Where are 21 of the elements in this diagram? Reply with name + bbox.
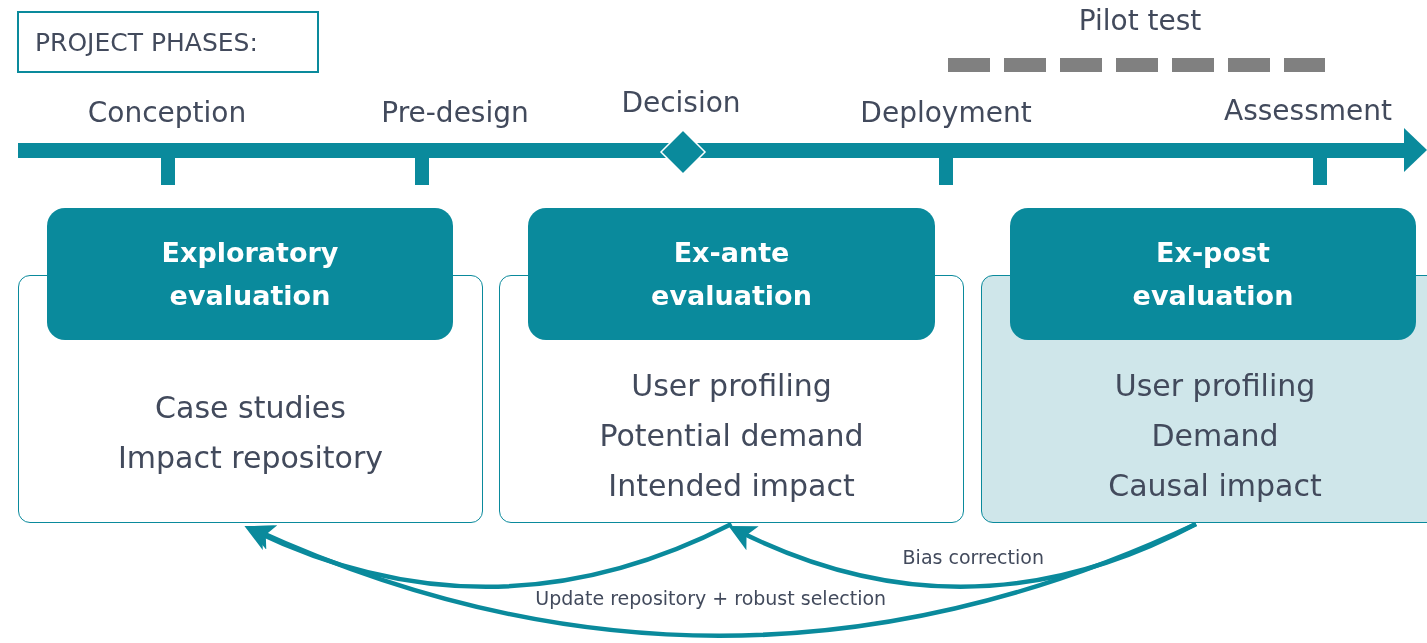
title-box: PROJECT PHASES: — [17, 11, 319, 73]
activity-text: User profiling — [631, 367, 832, 405]
phase-label: Deployment — [860, 96, 1032, 129]
activity-text: Potential demand — [599, 417, 864, 455]
phase-label: Pre-design — [381, 96, 529, 129]
activity-text: Demand — [1151, 417, 1279, 455]
activity-text: Intended impact — [608, 467, 855, 505]
stage-panel — [18, 208, 483, 523]
phase-label: Pilot test — [1078, 4, 1202, 37]
stage-header: Exploratory evaluation — [47, 208, 453, 340]
activity-text: Impact repository — [118, 439, 383, 477]
stage-panel — [499, 208, 964, 523]
phase-label: Conception — [87, 96, 247, 129]
phase-label: Decision — [621, 86, 741, 119]
stage-header: Ex-ante evaluation — [528, 208, 935, 340]
stage-header: Ex-post evaluation — [1010, 208, 1416, 340]
curved-arrow — [244, 521, 733, 589]
activity-text: User profiling — [1114, 367, 1316, 405]
activity-text: Causal impact — [1108, 467, 1322, 505]
phase-label: Assessment — [1224, 94, 1392, 127]
activity-text: Case studies — [155, 389, 346, 427]
